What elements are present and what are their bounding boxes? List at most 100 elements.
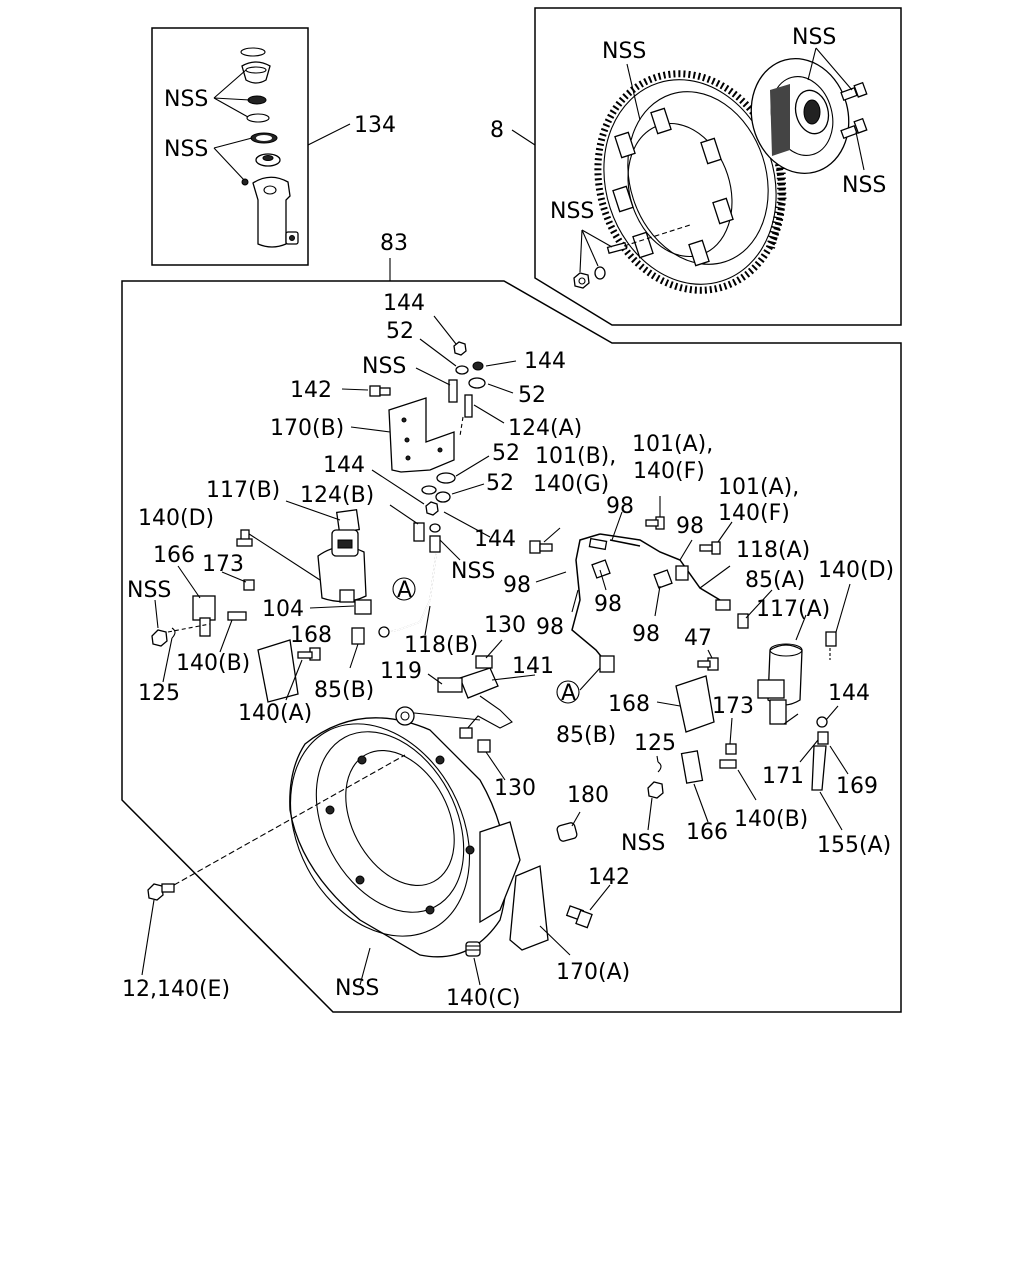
label-125-a: 125	[138, 681, 180, 706]
label-140b-b: 140(B)	[734, 807, 808, 832]
label-169: 169	[836, 774, 878, 799]
bracket-170b	[388, 397, 455, 473]
ring-gear-8	[594, 70, 787, 294]
label-142-b: 142	[588, 865, 630, 890]
label-140g: 140(G)	[533, 472, 609, 497]
bolt-142-b	[565, 905, 593, 929]
label-98-c: 98	[503, 573, 531, 598]
label-nss-k: NSS	[335, 976, 379, 1001]
label-85b-a: 85(B)	[314, 678, 374, 703]
label-98-e: 98	[536, 615, 564, 640]
label-circ-a-1: A	[397, 578, 412, 603]
label-180: 180	[567, 783, 609, 808]
label-nss-a: NSS	[164, 87, 208, 112]
gear-nut-washer	[573, 224, 691, 289]
cover-168-left	[257, 639, 299, 703]
label-168-b: 168	[608, 692, 650, 717]
bolt-140a	[297, 647, 321, 661]
label-173-a: 173	[202, 552, 244, 577]
actuator-117a	[737, 613, 837, 725]
pipe-118a	[571, 533, 731, 673]
label-117b: 117(B)	[206, 478, 280, 503]
label-117a: 117(A)	[756, 597, 830, 622]
label-140c: 140(C)	[446, 986, 521, 1011]
label-52-d: 52	[486, 471, 514, 496]
label-circ-a-2: A	[561, 681, 576, 706]
fitting-124b	[413, 522, 441, 553]
label-144-e: 144	[828, 681, 870, 706]
bolt-140d-left	[236, 529, 253, 547]
label-101a-a: 101(A),	[632, 432, 713, 457]
label-140a: 140(A)	[238, 701, 312, 726]
rod-155a	[811, 716, 829, 791]
label-nss-c: NSS	[602, 39, 646, 64]
label-140f-b: 140(F)	[718, 501, 790, 526]
label-101a-b: 101(A),	[718, 475, 799, 500]
label-168-a: 168	[290, 623, 332, 648]
label-nss-d: NSS	[792, 25, 836, 50]
label-nss-g: NSS	[362, 354, 406, 379]
label-141: 141	[512, 654, 554, 679]
label-47: 47	[684, 626, 712, 651]
callout-labels: 134 NSS NSS 8 NSS NSS NSS NSS 83 144 52 …	[122, 25, 894, 1011]
nut-clip-125-left	[151, 627, 176, 647]
cover-168-right	[675, 675, 715, 733]
label-144-b: 144	[524, 349, 566, 374]
label-170a: 170(A)	[556, 960, 630, 985]
label-98-b: 98	[676, 514, 704, 539]
label-118b: 118(B)	[404, 633, 478, 658]
washer-stack-lower	[421, 472, 456, 516]
bracket-170a	[509, 865, 549, 951]
label-85a: 85(A)	[745, 568, 805, 593]
label-104: 104	[262, 597, 304, 622]
bolt-47	[697, 657, 719, 671]
label-nss-h: NSS	[451, 559, 495, 584]
bolt-140c	[465, 941, 481, 957]
cylinder-seal-kit-134	[240, 47, 299, 248]
label-83: 83	[380, 231, 408, 256]
inset-frame-134	[151, 27, 309, 266]
label-52-b: 52	[518, 383, 546, 408]
label-85b-b: 85(B)	[556, 723, 616, 748]
label-119: 119	[380, 659, 422, 684]
label-144-c: 144	[323, 453, 365, 478]
bolt-12-140e	[147, 883, 175, 901]
label-124a: 124(A)	[508, 416, 582, 441]
label-125-b: 125	[634, 731, 676, 756]
ref-marker-a-1	[392, 577, 416, 601]
label-52-c: 52	[492, 441, 520, 466]
label-170b: 170(B)	[270, 416, 344, 441]
label-144-a: 144	[383, 291, 425, 316]
ref-marker-a-2	[556, 680, 580, 704]
label-144-d: 144	[474, 527, 516, 552]
inset-frame-8	[534, 7, 902, 326]
label-98-f: 98	[632, 622, 660, 647]
label-nss-b: NSS	[164, 137, 208, 162]
label-140d-b: 140(D)	[818, 558, 894, 583]
flange-bolts	[840, 81, 868, 139]
label-130-a: 130	[484, 613, 526, 638]
label-173-b: 173	[712, 694, 754, 719]
plug-180	[556, 822, 578, 842]
label-171: 171	[762, 764, 804, 789]
elbow-104	[351, 599, 372, 645]
label-52-a: 52	[386, 319, 414, 344]
label-140b-a: 140(B)	[176, 651, 250, 676]
label-98-a: 98	[606, 494, 634, 519]
top-fastener-stack	[369, 341, 486, 418]
label-166-a: 166	[153, 543, 195, 568]
drive-flange	[750, 57, 850, 175]
label-8: 8	[490, 118, 504, 143]
label-140f-a: 140(F)	[633, 459, 705, 484]
valve-141	[437, 655, 513, 753]
bolt-140f-b	[699, 541, 721, 555]
label-130-b: 130	[494, 776, 536, 801]
label-101b: 101(B),	[535, 444, 616, 469]
label-12-140e: 12,140(E)	[122, 977, 230, 1002]
switch-bracket-166-left	[192, 579, 255, 637]
label-140d-a: 140(D)	[138, 506, 214, 531]
label-166-b: 166	[686, 820, 728, 845]
label-nss-i: NSS	[127, 578, 171, 603]
actuator-117b	[317, 508, 367, 603]
